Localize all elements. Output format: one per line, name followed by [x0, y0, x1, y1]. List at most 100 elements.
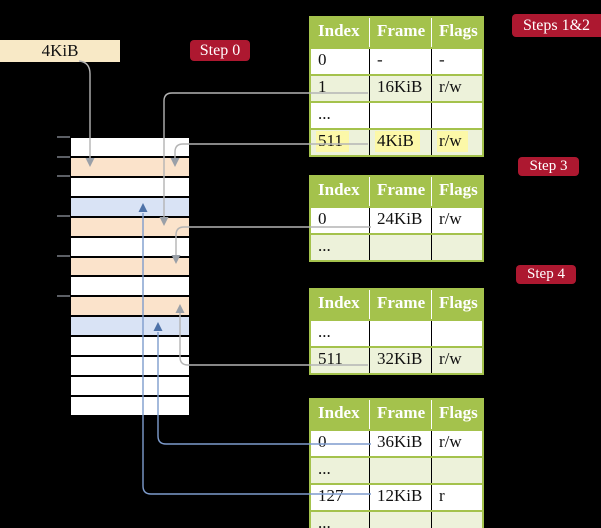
physical-memory-column: [70, 137, 190, 416]
table-row: ...: [311, 456, 482, 483]
table-header-cell: Frame: [369, 18, 431, 47]
cell-text: 24KiB: [377, 209, 423, 228]
table-cell: [431, 235, 482, 260]
memory-cell-white: [71, 357, 189, 378]
memory-cell-orange: [71, 297, 189, 318]
memory-cell-white: [71, 396, 189, 415]
table-cell: r/w: [431, 431, 482, 456]
table-cell: ...: [311, 512, 369, 528]
table-cell: 16KiB: [369, 76, 431, 101]
table-header-cell: Frame: [369, 177, 431, 206]
table-cell: [431, 512, 482, 528]
table-row: 511 32KiB r/w: [311, 346, 482, 373]
table-row: 511 4KiB r/w: [311, 128, 482, 155]
table-cell: 127: [311, 485, 369, 510]
memory-cell-white: [71, 138, 189, 158]
table-cell: 1: [311, 76, 369, 101]
memory-cell-white: [71, 277, 189, 298]
table-cell: [369, 512, 431, 528]
table-cell: [369, 321, 431, 346]
table-cell: 12KiB: [369, 485, 431, 510]
memory-cell-white: [71, 377, 189, 397]
table-row: ...: [311, 101, 482, 128]
memory-cell-orange: [71, 257, 189, 278]
table-cell: ...: [311, 458, 369, 483]
cell-text: -: [439, 50, 445, 69]
memory-cell-orange: [71, 217, 189, 238]
memory-cell-orange: [71, 157, 189, 178]
table-cell: 0: [311, 431, 369, 456]
highlighted-cell-text: 4KiB: [375, 131, 420, 152]
table-row: 0 - -: [311, 47, 482, 74]
cell-text: ...: [318, 236, 331, 255]
table-cell: [431, 103, 482, 128]
table-cell: 511: [311, 348, 369, 373]
table-cell: 24KiB: [369, 208, 431, 233]
table-cell: ...: [311, 103, 369, 128]
cell-text: r/w: [439, 77, 462, 96]
memory-cell-white: [71, 177, 189, 198]
table-header-cell: Index: [318, 403, 360, 422]
table-cell: [369, 235, 431, 260]
table-cell: r/w: [431, 76, 482, 101]
step3-badge: Step 3: [518, 157, 579, 176]
table-row: 0 24KiB r/w: [311, 206, 482, 233]
table-row: 0 36KiB r/w: [311, 429, 482, 456]
cell-text: ...: [318, 459, 331, 478]
table-header-cell: Index: [318, 21, 360, 40]
memory-cell-blue: [71, 197, 189, 218]
cell-text: ...: [318, 322, 331, 341]
table-cell: 36KiB: [369, 431, 431, 456]
table-cell: 32KiB: [369, 348, 431, 373]
table-cell: r: [431, 485, 482, 510]
step0-badge: Step 0: [190, 40, 250, 61]
memory-cell-white: [71, 337, 189, 358]
table-row: ...: [311, 510, 482, 528]
cell-text: r/w: [439, 209, 462, 228]
table-cell: [431, 321, 482, 346]
highlighted-cell-text: r/w: [437, 131, 468, 152]
table-header-cell: Flags: [431, 177, 482, 206]
cell-text: r/w: [439, 349, 462, 368]
cell-text: 0: [318, 50, 327, 69]
table-header-cell: Index: [318, 293, 360, 312]
cell-text: r: [439, 486, 445, 505]
highlighted-cell-text: 511: [316, 131, 349, 152]
table-cell: ...: [311, 321, 369, 346]
step4-badge: Step 4: [516, 265, 576, 284]
table-cell: -: [431, 49, 482, 74]
table-header-cell: Flags: [431, 400, 482, 429]
steps-1-2-badge: Steps 1&2: [512, 14, 601, 37]
table-row: ...: [311, 233, 482, 260]
table-cell: -: [369, 49, 431, 74]
cell-text: r/w: [439, 432, 462, 451]
table-cell: 0: [311, 208, 369, 233]
table-cell: 4KiB: [369, 130, 431, 155]
table-header-cell: Frame: [369, 290, 431, 319]
cell-text: 36KiB: [377, 432, 423, 451]
cell-text: 0: [318, 432, 327, 451]
cell-text: 16KiB: [377, 77, 423, 96]
table-cell: r/w: [431, 348, 482, 373]
table-cell: [431, 458, 482, 483]
cell-text: ...: [318, 513, 331, 528]
table-cell: ...: [311, 235, 369, 260]
cell-text: -: [377, 50, 383, 69]
memory-cell-blue: [71, 317, 189, 338]
cell-text: 32KiB: [377, 349, 423, 368]
table-cell: [369, 103, 431, 128]
cell-text: 0: [318, 209, 327, 228]
cell-text: ...: [318, 104, 331, 123]
table-header-cell: Flags: [431, 290, 482, 319]
table-header-cell: Frame: [369, 400, 431, 429]
table-cell: [369, 458, 431, 483]
cell-text: 12KiB: [377, 486, 423, 505]
table-cell: r/w: [431, 208, 482, 233]
